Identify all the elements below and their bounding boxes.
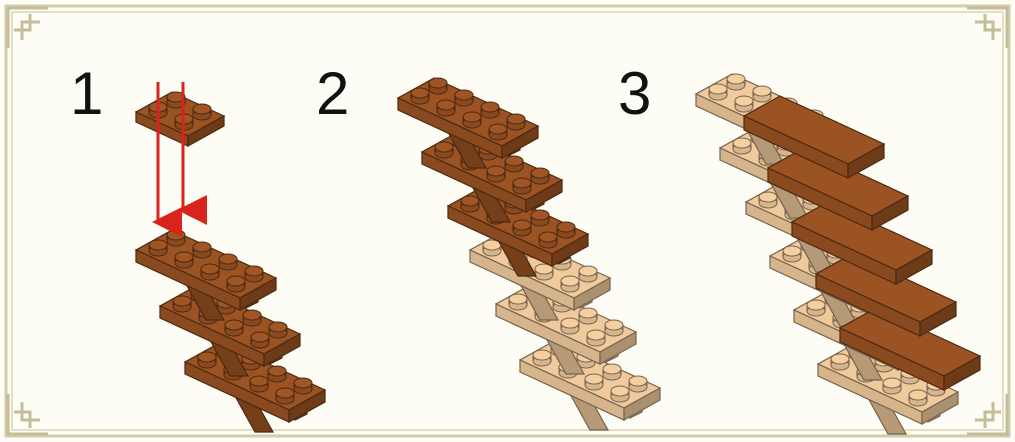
stud-top <box>268 366 286 376</box>
stud-top <box>437 100 455 110</box>
stud-top <box>557 222 575 232</box>
stud-top <box>193 242 211 252</box>
stud-top <box>579 266 597 276</box>
stud-top <box>831 354 849 364</box>
stud-top <box>611 386 629 396</box>
stud-top <box>531 168 549 178</box>
stud-top <box>167 230 185 240</box>
step-1-illustration <box>136 82 325 432</box>
stud-top <box>531 210 549 220</box>
stud-top <box>294 378 312 388</box>
stud-top <box>225 320 243 330</box>
stud-top <box>561 276 579 286</box>
stud-top <box>435 142 453 152</box>
stud-top <box>513 220 531 230</box>
stud-top <box>579 308 597 318</box>
stud-top <box>219 254 237 264</box>
stud-top <box>533 350 551 360</box>
stud-top <box>733 138 751 148</box>
stud-top <box>489 124 507 134</box>
stud-top <box>587 330 605 340</box>
stud-top <box>759 192 777 202</box>
stud-top <box>735 96 753 106</box>
stair-step <box>136 230 276 320</box>
stud-top <box>513 178 531 188</box>
stud-top <box>783 246 801 256</box>
stud-top <box>509 294 527 304</box>
stud-top <box>149 240 167 250</box>
stud-top <box>269 322 287 332</box>
step-3-illustration <box>696 74 980 434</box>
stud-top <box>709 84 727 94</box>
stud-top <box>505 156 523 166</box>
stud-top <box>539 232 557 242</box>
stud-top <box>411 88 429 98</box>
stud-top <box>727 74 745 84</box>
stud-top <box>429 78 447 88</box>
stud-top <box>251 332 269 342</box>
stud-top <box>481 102 499 112</box>
stud-top <box>507 114 525 124</box>
stud-top <box>243 310 261 320</box>
stud-top <box>173 296 191 306</box>
stud-top <box>603 364 621 374</box>
stud-top <box>175 252 193 262</box>
loose-plate <box>136 92 224 146</box>
step-2-illustration <box>398 78 660 430</box>
stud-top <box>909 390 927 400</box>
stud-top <box>807 300 825 310</box>
stud-top <box>198 352 216 362</box>
stud-top <box>585 374 603 384</box>
stud-top <box>487 166 505 176</box>
stud-top <box>276 388 294 398</box>
stud-top <box>250 376 268 386</box>
stud-top <box>455 90 473 100</box>
stair-step-dark <box>398 78 538 168</box>
stud-top <box>629 376 647 386</box>
stud-top <box>201 264 219 274</box>
stud-top <box>561 318 579 328</box>
stud-top <box>753 86 771 96</box>
stud-top <box>883 378 901 388</box>
stud-top <box>461 196 479 206</box>
stud-top <box>605 320 623 330</box>
stud-top <box>227 276 245 286</box>
stud-top <box>463 112 481 122</box>
stud-top <box>193 104 211 114</box>
stud-top <box>245 266 263 276</box>
